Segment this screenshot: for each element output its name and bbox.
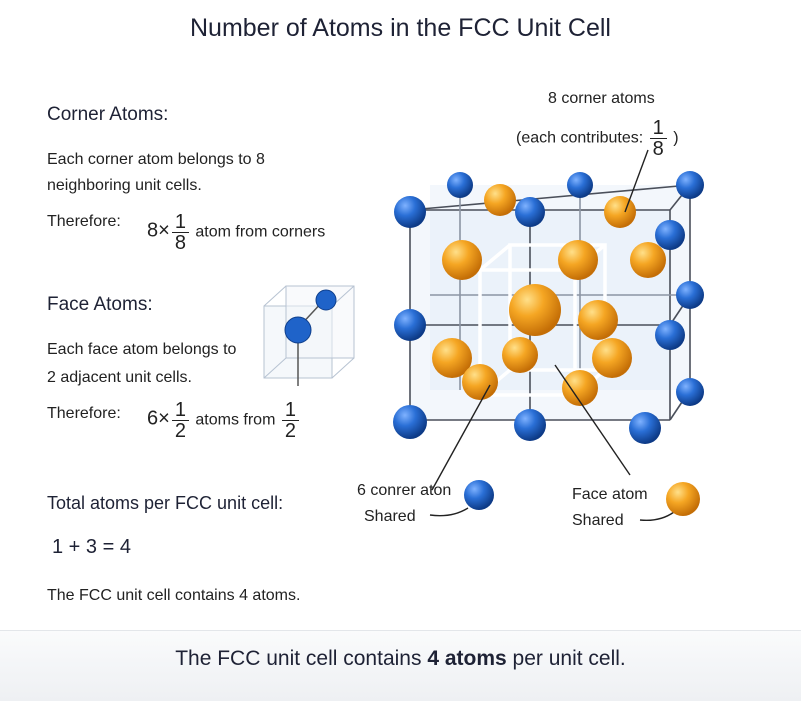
total-heading: Total atoms per FCC unit cell: (47, 493, 284, 513)
corner-atom-icon (315, 289, 337, 311)
face-suffix: atoms from (195, 411, 276, 429)
corner-atoms-line2: neighboring unit cells. (47, 177, 202, 194)
callout-face-shared-line1: Face atom (572, 486, 648, 503)
face-frac-num: 1 (174, 399, 186, 421)
footer-bar (0, 630, 801, 701)
callout-frac-num: 1 (652, 117, 664, 139)
callout-corner-shared-line1: 6 conrer aton (357, 482, 452, 499)
footer-suffix: per unit cell. (512, 647, 626, 670)
face-atoms (432, 184, 666, 406)
callout-face-shared-line2: Shared (572, 512, 624, 529)
corner-times: × (158, 219, 170, 242)
callout-contributes-prefix: (each contributes: (516, 129, 644, 147)
face-end-den: 2 (281, 420, 299, 441)
face-times: × (158, 407, 170, 430)
corner-atom-icon (284, 316, 312, 344)
face-therefore-label: Therefore: (47, 405, 121, 422)
unit-cell-cube-icon (263, 285, 355, 386)
footer-prefix: The FCC unit cell contains (175, 647, 422, 670)
footer-bold: 4 atoms (427, 647, 507, 670)
callout-frac-den: 8 (649, 138, 667, 159)
callout-corner-shared-line2: Shared (364, 508, 416, 525)
footer-summary: The FCC unit cell contains 4 atoms per u… (0, 647, 801, 671)
corner-therefore-label: Therefore: (47, 213, 121, 230)
face-atoms-line2: 2 adjacent unit cells. (47, 369, 192, 386)
fcc-lattice-diagram (393, 171, 704, 444)
total-equation: 1 + 3 = 4 (52, 536, 131, 558)
face-frac-den: 2 (171, 420, 189, 441)
corner-frac-den: 8 (171, 232, 189, 253)
corner-factor: 8 (147, 219, 159, 242)
total-statement: The FCC unit cell contains 4 atoms. (47, 587, 301, 604)
corner-frac-num: 1 (174, 211, 186, 233)
corner-atom-icon (464, 480, 494, 510)
corner-atoms-heading: Corner Atoms: (47, 104, 169, 125)
face-atoms-line1: Each face atom belongs to (47, 341, 237, 358)
callout-contributes-suffix: ) (673, 129, 679, 147)
corner-atoms (393, 171, 704, 444)
corner-suffix: atom from corners (195, 223, 326, 241)
face-end-num: 1 (284, 399, 296, 421)
face-atoms-heading: Face Atoms: (47, 294, 153, 315)
face-factor: 6 (147, 407, 159, 430)
face-atom-icon (666, 482, 700, 516)
callout-corner-atoms-line1: 8 corner atoms (548, 90, 655, 107)
page-title: Number of Atoms in the FCC Unit Cell (190, 14, 611, 42)
corner-atoms-line1: Each corner atom belongs to 8 (47, 151, 265, 168)
